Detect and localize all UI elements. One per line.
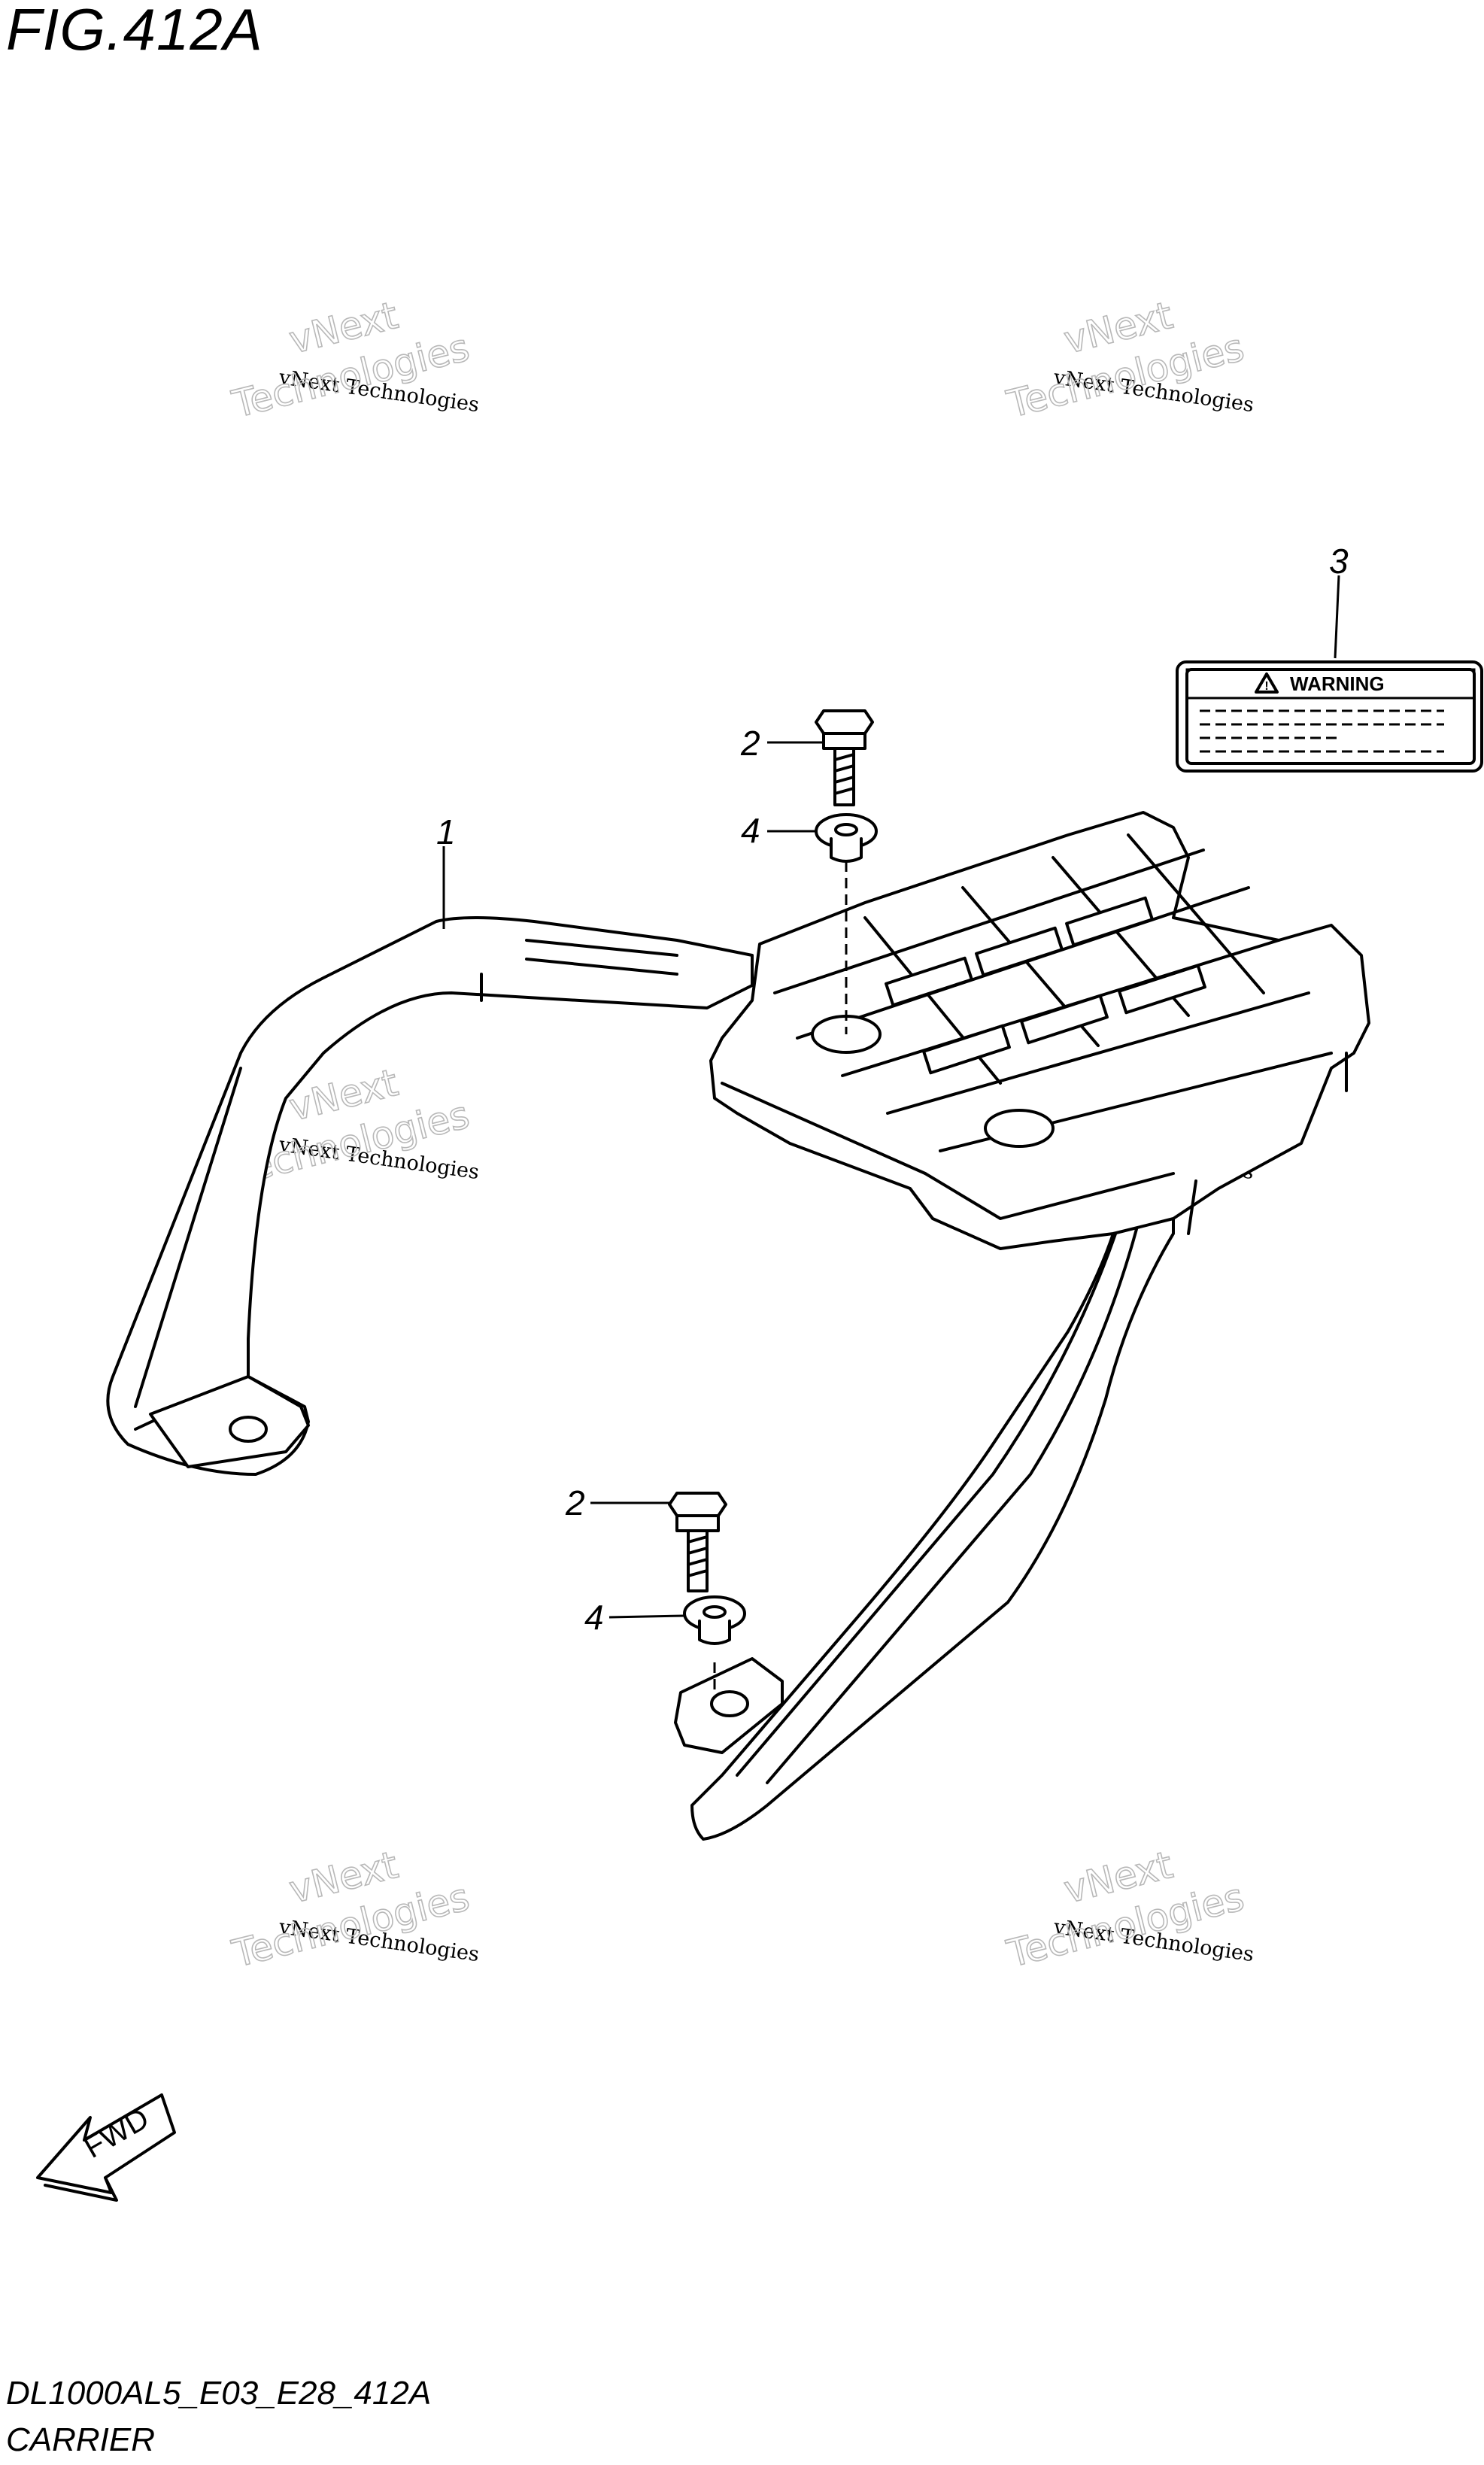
- carrier-right-mount-hole: [710, 1690, 749, 1717]
- figure-name: CARRIER: [6, 2421, 156, 2458]
- carrier-part: [106, 811, 1370, 1841]
- figure-code: DL1000AL5_E03_E28_412A: [6, 2375, 432, 2412]
- carrier-left-arm: [106, 916, 754, 1476]
- carrier-rack-hole-right: [984, 1109, 1055, 1148]
- callout-2-bottom: 2: [565, 1483, 585, 1522]
- carrier-left-mount-hole: [229, 1416, 268, 1443]
- watermark-bottom-left: vNext vNext Technologies Technologies: [227, 1842, 481, 1976]
- callout-4-bottom-leader: [608, 1614, 685, 1619]
- warning-label-header: [1185, 668, 1476, 700]
- carrier-left-mount: [149, 1375, 310, 1468]
- callout-4-bottom: 4: [584, 1598, 604, 1637]
- carrier-right-arm: [690, 1179, 1175, 1841]
- warning-label-part: ! WARNING: [1176, 660, 1483, 773]
- svg-text:!: !: [1264, 680, 1268, 693]
- warning-label-heading: WARNING: [1290, 672, 1385, 695]
- callout-3-leader: [1334, 575, 1340, 659]
- callout-4-top: 4: [741, 811, 760, 850]
- watermark-bottom-right: vNext vNext Technologies Technologies: [1002, 1842, 1255, 1976]
- callout-3: 3: [1329, 542, 1349, 581]
- fwd-direction-indicator: FWD: [36, 2093, 176, 2202]
- washer-bottom-part: [683, 1595, 746, 1645]
- carrier-left-arm-ridge: [525, 939, 678, 957]
- callout-2-top: 2: [740, 724, 760, 763]
- washer-top-part: [815, 813, 878, 863]
- callout-1: 1: [436, 812, 456, 852]
- watermark-top-right: vNext vNext Technologies Technologies: [1002, 293, 1255, 427]
- warning-triangle-icon: [1255, 672, 1279, 694]
- figure-title: FIG.412A: [6, 0, 263, 62]
- watermark-top-left: vNext vNext Technologies Technologies: [227, 293, 481, 427]
- bolt-bottom-part: [668, 1492, 727, 1592]
- bolt-top-part: [815, 709, 874, 806]
